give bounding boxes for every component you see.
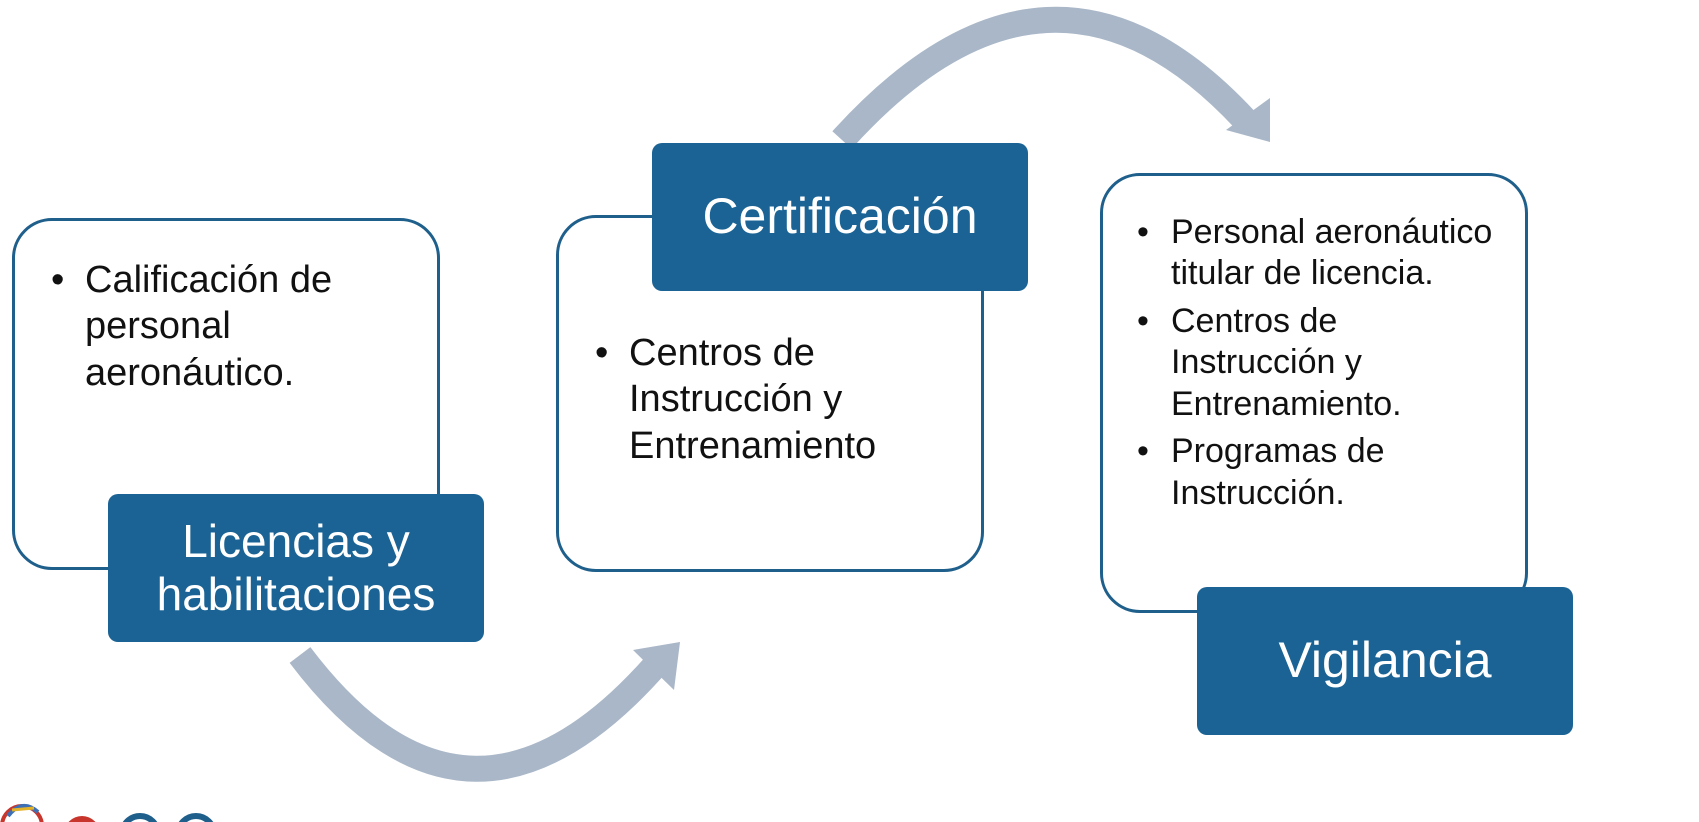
step-label-vigilancia: Vigilancia bbox=[1197, 587, 1573, 735]
organization-logo bbox=[0, 788, 300, 822]
bullet-list: Centros de Instrucción y Entrenamiento bbox=[559, 330, 981, 469]
step-label-certificacion: Certificación bbox=[652, 143, 1028, 291]
step-card-vigilancia: Personal aeronáutico titular de licencia… bbox=[1100, 173, 1528, 613]
bullet-item: Calificación de personal aeronáutico. bbox=[51, 257, 385, 396]
label-line: habilitaciones bbox=[156, 568, 436, 620]
bullet-item: Programas de Instrucción. bbox=[1137, 431, 1441, 514]
bullet-item: Centros de Instrucción y Entrenamiento. bbox=[1137, 301, 1461, 425]
bullet-list: Personal aeronáutico titular de licencia… bbox=[1103, 212, 1525, 514]
curved-arrow-1-to-2 bbox=[289, 642, 680, 782]
bullet-list: Calificación de personal aeronáutico. bbox=[15, 257, 437, 396]
curved-arrow-2-to-3 bbox=[832, 6, 1270, 149]
bullet-item: Centros de Instrucción y Entrenamiento bbox=[595, 330, 919, 469]
label-line: Vigilancia bbox=[1278, 632, 1492, 689]
bullet-item: Personal aeronáutico titular de licencia… bbox=[1137, 212, 1501, 295]
logo-graphic bbox=[0, 804, 214, 822]
step-label-licencias: Licencias y habilitaciones bbox=[108, 494, 484, 642]
label-line: Licencias y bbox=[182, 515, 410, 568]
label-line: Certificación bbox=[702, 188, 978, 245]
